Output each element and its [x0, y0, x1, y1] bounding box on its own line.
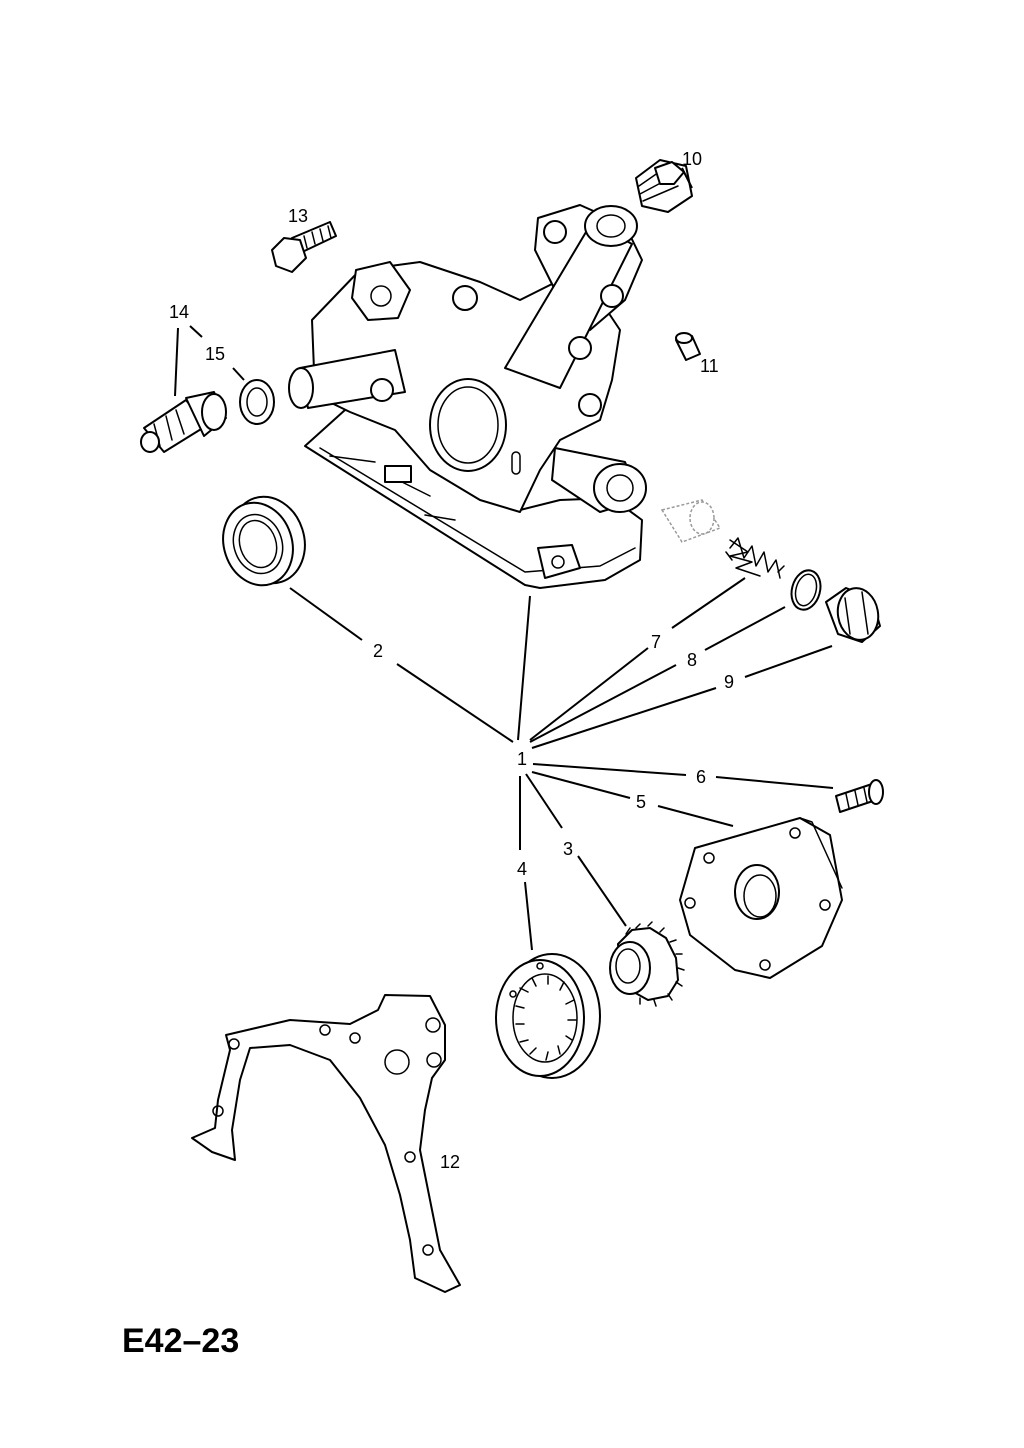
callout-7: 7 — [651, 632, 661, 652]
oil-pressure-switch-14 — [140, 391, 227, 453]
callout-3: 3 — [563, 839, 573, 859]
shaft-seal-2 — [222, 495, 306, 587]
leader-7b — [671, 577, 746, 629]
gasket-12 — [191, 994, 461, 1293]
diagram-code: E42–23 — [122, 1322, 240, 1360]
leader-5a — [531, 771, 631, 799]
inner-gear-3 — [609, 921, 685, 1007]
leader-lines — [174, 167, 834, 951]
threaded-plug-10 — [635, 159, 693, 213]
leader-14b — [189, 325, 203, 338]
callout-11: 11 — [700, 356, 719, 376]
sealing-washer-15 — [239, 379, 275, 425]
outer-rotor-ring-4 — [495, 953, 601, 1079]
leader-15 — [232, 367, 245, 381]
leader-14a — [174, 327, 179, 397]
leader-2b — [289, 587, 363, 641]
plug-bolt-9 — [825, 587, 881, 643]
leader-8b — [704, 606, 786, 651]
dowel-pin-11 — [675, 332, 701, 361]
bolt-13 — [271, 221, 337, 273]
leader-7a — [529, 647, 649, 741]
callout-1: 1 — [517, 749, 527, 769]
callout-9: 9 — [724, 672, 734, 692]
leader-5b — [657, 805, 734, 827]
relief-valve-spring-7 — [725, 537, 785, 579]
leader-9a — [531, 687, 717, 749]
callout-13: 13 — [288, 206, 308, 226]
leader-3b — [577, 855, 627, 927]
callout-6: 6 — [696, 767, 706, 787]
relief-valve-piston — [660, 499, 722, 543]
leader-4b — [524, 881, 533, 951]
screw-6 — [835, 779, 884, 813]
leader-3a — [525, 773, 563, 829]
callout-15: 15 — [205, 344, 225, 364]
callout-labels: 1 2 3 4 5 6 7 8 9 10 11 12 13 14 15 — [169, 149, 734, 1172]
oil-pump-housing — [288, 204, 647, 589]
leader-10 — [681, 167, 693, 189]
callout-4: 4 — [517, 859, 527, 879]
leader-6b — [715, 776, 834, 789]
callout-14: 14 — [169, 302, 189, 322]
callout-2: 2 — [373, 641, 383, 661]
callout-12: 12 — [440, 1152, 460, 1172]
leader-6a — [532, 763, 687, 776]
leader-8a — [529, 664, 677, 743]
o-ring-8 — [790, 569, 822, 611]
leader-2a — [396, 663, 514, 743]
callout-8: 8 — [687, 650, 697, 670]
pump-cover-plate-5 — [679, 817, 843, 979]
callout-5: 5 — [636, 792, 646, 812]
callout-10: 10 — [682, 149, 702, 169]
leader-9b — [744, 645, 833, 678]
